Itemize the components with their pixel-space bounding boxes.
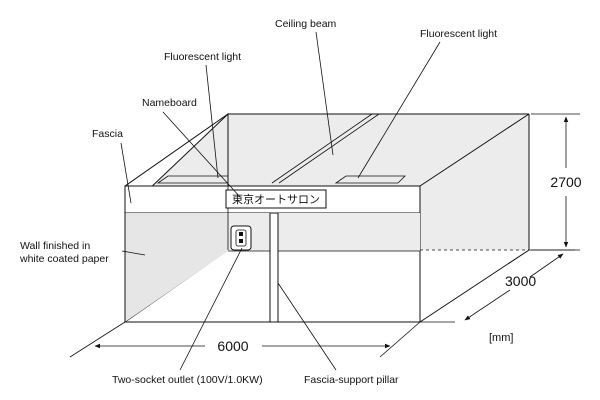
label-wall-line-2: white coated paper — [19, 253, 109, 265]
booth-structure — [124, 112, 530, 323]
dim-depth: 3000 — [505, 273, 536, 289]
unit-label: [mm] — [489, 332, 513, 344]
label-fascia: Fascia — [92, 128, 123, 140]
fascia-support-pillar — [269, 212, 279, 323]
label-nameboard: Nameboard — [142, 97, 197, 109]
label-fluorescent-light-2: Fluorescent light — [420, 28, 497, 40]
label-ceiling-beam: Ceiling beam — [275, 18, 337, 30]
leader-lines — [120, 31, 441, 371]
label-pillar: Fascia-support pillar — [304, 374, 399, 386]
label-fluorescent-light-1: Fluorescent light — [164, 51, 241, 63]
back-wall — [228, 114, 529, 250]
nameboard-text: 東京オートサロン — [232, 192, 320, 206]
nameboard — [225, 189, 327, 209]
label-outlet: Two-socket outlet (100V/1.0KW) — [112, 374, 263, 386]
label-wall-line-1: Wall finished in — [20, 240, 90, 252]
dimension-lines — [69, 113, 580, 358]
dim-width: 6000 — [217, 338, 248, 354]
dim-height: 2700 — [550, 174, 581, 190]
